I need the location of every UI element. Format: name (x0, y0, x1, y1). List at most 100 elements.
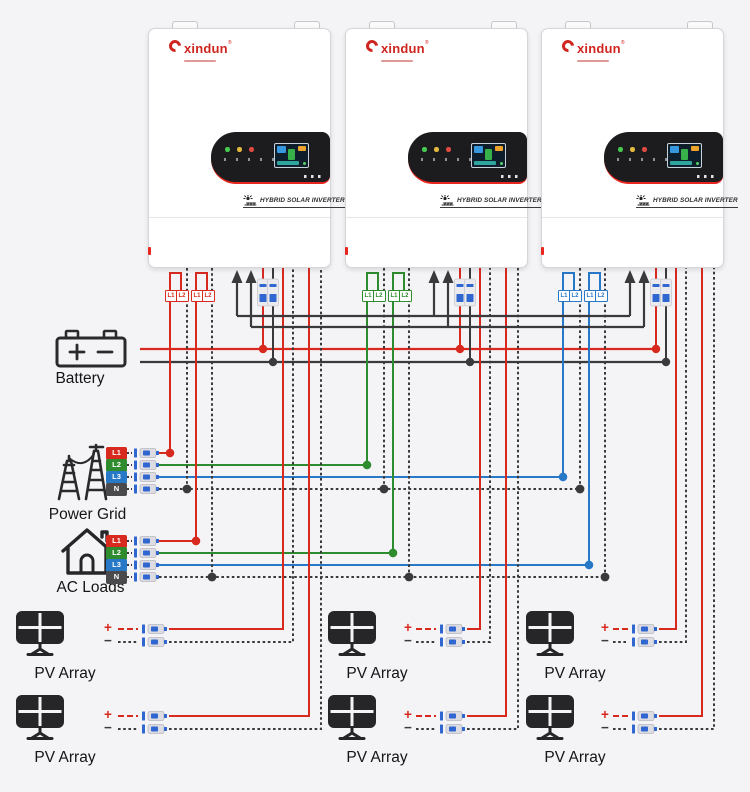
dc-breaker (652, 294, 660, 302)
ac-terminal (392, 272, 405, 292)
pv-array: PV Array (327, 610, 427, 683)
inline-connector (440, 711, 443, 721)
pv-negative-wire (467, 268, 519, 730)
battery-label: Battery (55, 370, 105, 387)
inline-connector (143, 462, 150, 468)
inline-connector (632, 624, 635, 634)
terminal-label: L2 (201, 290, 215, 302)
pv-array: PV Array (525, 610, 625, 683)
ac-terminal (366, 272, 379, 292)
inline-connector (449, 713, 456, 719)
grid-line-label-l3: L3 (106, 471, 127, 484)
status-led-green (618, 147, 623, 152)
load-line-label-l2: L2 (106, 547, 127, 560)
inline-connector (440, 637, 443, 647)
pv-positive-sign: + (404, 707, 412, 722)
load-line-label-n: N (106, 571, 127, 584)
ac-terminal (562, 272, 575, 292)
pv-positive-sign: + (104, 620, 112, 635)
inline-connector (156, 563, 159, 567)
load-line-label-l1: L1 (106, 535, 127, 548)
pv-negative-sign: − (404, 633, 412, 648)
sun-icon (440, 195, 454, 206)
solar-panel-icon (526, 695, 574, 740)
inline-connector (440, 724, 443, 734)
status-led-red (249, 147, 254, 152)
terminal-label: L2 (594, 290, 608, 302)
inline-connector (143, 562, 150, 568)
inline-connector (449, 639, 456, 645)
panel-buttons (501, 175, 521, 178)
dc-breaker (662, 294, 670, 302)
inline-connector (440, 624, 443, 634)
junction-dot (661, 357, 671, 367)
mounting-tab (172, 21, 198, 32)
product-label: HYBRID SOLAR INVERTER (243, 195, 345, 208)
solar-panel-icon (526, 611, 574, 656)
status-led-green (422, 147, 427, 152)
inline-connector (134, 448, 137, 458)
pv-negative-wire (659, 268, 715, 730)
ac-terminal (195, 272, 208, 292)
inline-connector (142, 711, 145, 721)
power-grid-icon (57, 443, 108, 501)
junction-dot (362, 460, 372, 470)
junction-dot (388, 548, 398, 558)
inline-connector (449, 726, 456, 732)
junction-dot (558, 472, 568, 482)
inline-connector (134, 560, 137, 570)
grid-line-label-n: N (106, 483, 127, 496)
inline-connector (134, 548, 137, 558)
junction-dot (651, 344, 661, 354)
side-accent (344, 247, 348, 255)
panel-seam (542, 217, 723, 218)
junction-dot (268, 357, 278, 367)
dc-breaker (259, 284, 267, 287)
arrow-up-icon (442, 270, 454, 283)
inline-connector (641, 713, 648, 719)
inline-connector (143, 486, 150, 492)
battery-icon (55, 329, 127, 368)
brand-tagline (381, 60, 413, 62)
terminal-label: L2 (398, 290, 412, 302)
panel-buttons (697, 175, 717, 178)
inline-connector (134, 460, 137, 470)
ac-loads-label: AC Loads (56, 579, 125, 596)
arrow-up-icon (428, 270, 440, 283)
junction-dot (584, 560, 594, 570)
lcd-screen (667, 143, 702, 168)
ac-terminal (169, 272, 182, 292)
pv-array-label: PV Array (544, 749, 606, 766)
inline-connector (641, 726, 648, 732)
inline-connector (654, 627, 657, 631)
inline-connector (142, 637, 145, 647)
brand-tagline (577, 60, 609, 62)
status-led-red (446, 147, 451, 152)
brand-tagline (184, 60, 216, 62)
dc-breaker (466, 294, 474, 302)
side-accent (540, 247, 544, 255)
inline-connector (143, 474, 150, 480)
dc-breaker (466, 284, 474, 287)
inline-connector (134, 472, 137, 482)
inline-connector (151, 626, 158, 632)
terminal-label: L2 (568, 290, 582, 302)
inline-connector (449, 626, 456, 632)
brand-name: xindun (577, 41, 621, 56)
solar-panel-icon (16, 695, 64, 740)
inverter: xindun® (540, 20, 738, 305)
registered-mark: ® (227, 40, 232, 46)
pv-positive-wire (467, 268, 507, 717)
brand-logo: xindun® (559, 37, 625, 62)
pv-negative-wire (659, 268, 687, 643)
side-accent (147, 247, 151, 255)
pv-positive-wire (467, 268, 481, 630)
solar-panel-icon (328, 611, 376, 656)
inline-connector (151, 726, 158, 732)
mounting-tab (294, 21, 320, 32)
status-led-yellow (434, 147, 439, 152)
inline-connector (134, 484, 137, 494)
product-name: HYBRID SOLAR INVERTER (457, 197, 542, 204)
